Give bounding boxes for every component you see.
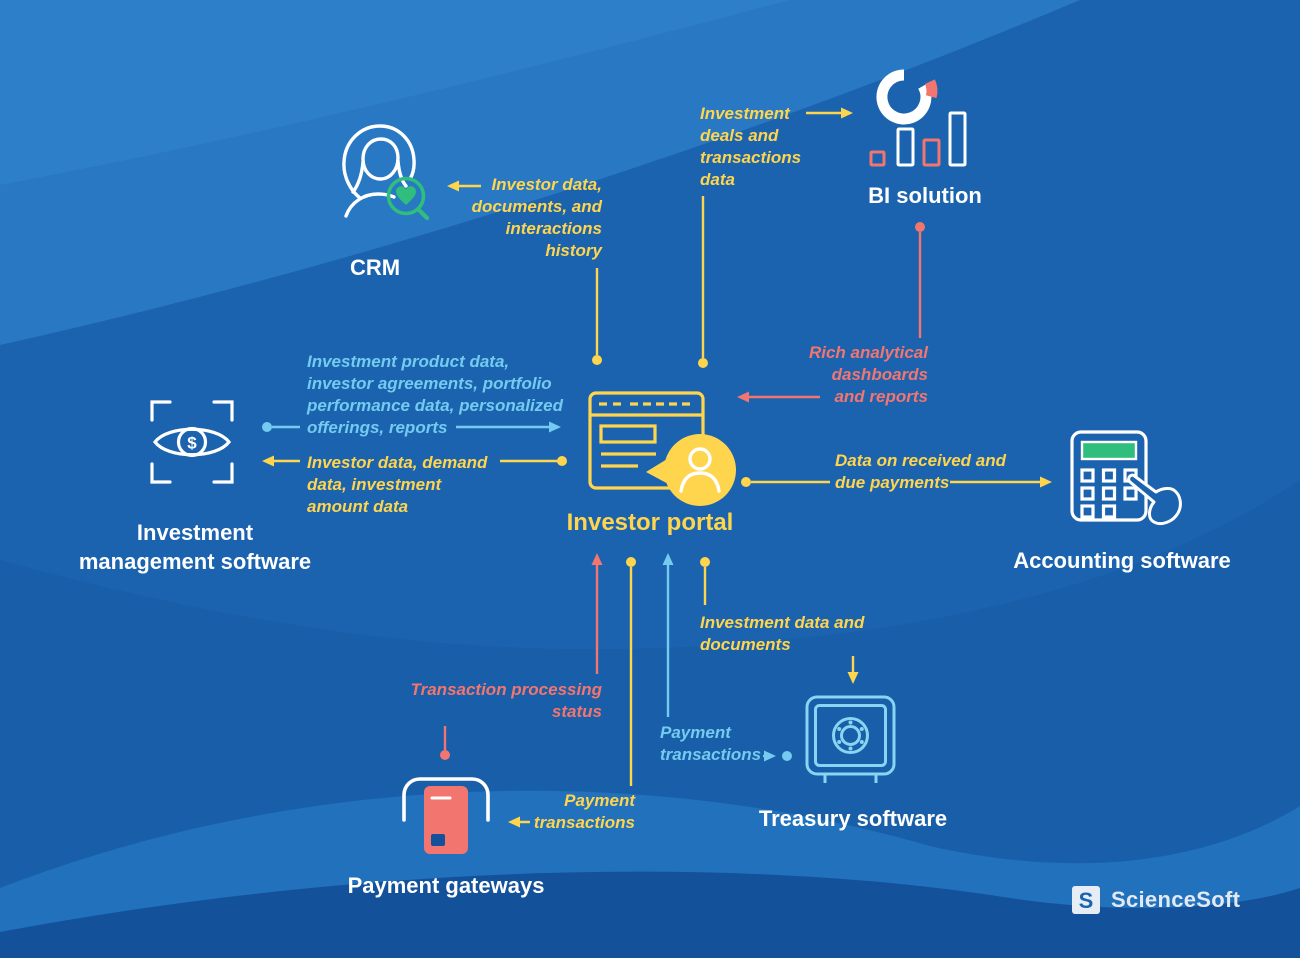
edge-label-portal-to-payment: Payment transactions — [533, 791, 635, 832]
edge-portal-to-ims — [262, 455, 567, 467]
safe-vault — [805, 695, 896, 783]
edge-bi-to-portal — [737, 222, 925, 403]
payment-gateways-label: Payment gateways — [347, 873, 545, 898]
calculator-screen — [1080, 440, 1138, 461]
treasury-software-icon — [804, 694, 899, 796]
accounting-software-icon — [1070, 430, 1202, 537]
treasury-software-label: Treasury software — [758, 806, 948, 831]
source-dot — [557, 456, 567, 466]
source-dot — [626, 557, 636, 567]
edge-label-ims-to-portal: Investment product data, investor agreem… — [307, 352, 564, 437]
edge-label-portal-to-accounting: Data on received and due payments — [835, 451, 1007, 492]
pointing-hand-icon — [1127, 473, 1182, 526]
sciencesoft-logo-mark: S — [1072, 886, 1100, 914]
donut-chart — [876, 69, 932, 125]
crm-icon — [322, 112, 440, 239]
arrowhead-right — [1040, 476, 1052, 488]
edge-label-portal-to-crm: Investor data, documents, and interactio… — [471, 175, 602, 260]
heart-icon — [396, 186, 416, 205]
arrowhead-right — [841, 107, 853, 119]
payment-gateways-icon — [396, 768, 496, 873]
edge-portal-to-bi — [698, 107, 853, 368]
edge-label-portal-to-bi: Investment deals and transactions data — [700, 104, 802, 189]
investment-management-icon: $ — [142, 392, 242, 497]
source-dot — [915, 222, 925, 232]
arrowhead-up — [662, 553, 674, 565]
edge-label-treasury-to-portal: Payment transactions — [660, 723, 762, 764]
edge-portal-to-crm — [447, 180, 602, 365]
logo-glyph: S — [1079, 888, 1094, 913]
arrowhead-left — [508, 816, 520, 828]
sciencesoft-logo: S ScienceSoft — [1070, 884, 1240, 916]
card-reader — [402, 777, 490, 822]
dial-dots — [837, 720, 864, 751]
source-dot — [741, 477, 751, 487]
arrowhead-left — [262, 455, 274, 467]
edge-portal-to-treasury — [700, 557, 859, 684]
investment-management-label: Investment management software — [78, 520, 312, 574]
investor-portal-icon — [588, 390, 740, 517]
user-icon — [679, 447, 721, 493]
arrowhead-right — [764, 750, 776, 762]
source-dot — [782, 751, 792, 761]
edge-portal-to-accounting — [741, 476, 1052, 488]
investor-portal-label: Investor portal — [566, 509, 734, 536]
eye-icon — [152, 427, 232, 457]
arrowhead-up — [591, 553, 603, 565]
edge-payment-to-portal — [440, 553, 603, 760]
card-chip — [431, 834, 445, 846]
source-dot — [698, 358, 708, 368]
donut-slice — [924, 79, 938, 99]
accounting-software-label: Accounting software — [1013, 548, 1231, 573]
edge-treasury-to-portal — [662, 553, 792, 762]
source-dot — [440, 750, 450, 760]
bi-solution-icon — [868, 55, 976, 178]
source-dot — [262, 422, 272, 432]
crm-label: CRM — [349, 255, 401, 280]
source-dot — [700, 557, 710, 567]
bi-solution-label: BI solution — [868, 183, 982, 208]
arrowhead-down — [847, 672, 859, 684]
edge-label-payment-to-portal: Transaction processing status — [410, 680, 602, 721]
sciencesoft-logo-text: ScienceSoft — [1111, 887, 1241, 912]
calculator — [1070, 430, 1148, 522]
edge-label-portal-to-treasury: Investment data and documents — [700, 613, 865, 654]
card — [424, 786, 468, 854]
source-dot — [592, 355, 602, 365]
edge-portal-to-payment — [508, 557, 636, 828]
arrowhead-left — [737, 391, 749, 403]
arrowhead-right — [549, 421, 561, 433]
edge-label-portal-to-ims: Investor data, demand data, investment a… — [307, 453, 488, 516]
dollar-glyph: $ — [187, 434, 197, 453]
arrowhead-left — [447, 180, 459, 192]
heart-magnifier-icon — [386, 176, 430, 221]
edge-ims-to-portal — [262, 421, 561, 433]
edge-label-bi-to-portal: Rich analytical dashboards and reports — [808, 343, 928, 406]
